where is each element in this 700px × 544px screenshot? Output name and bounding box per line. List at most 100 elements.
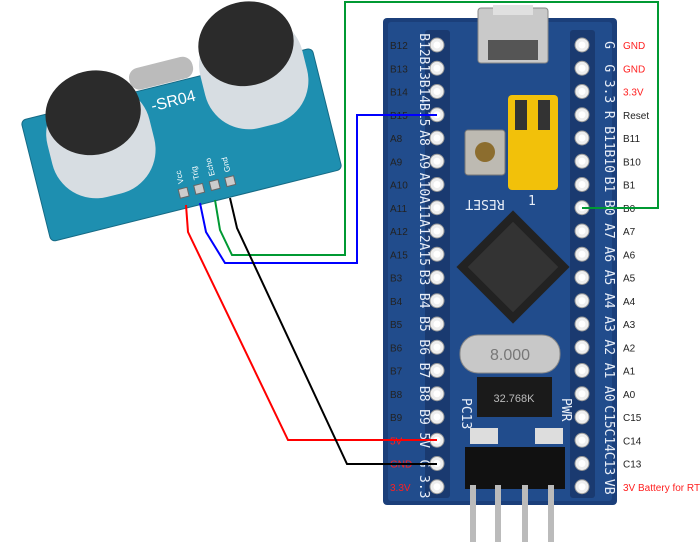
left-pin-label: B8: [390, 390, 403, 401]
left-pin-silk: A11: [416, 196, 431, 219]
pin-hole-center: [578, 460, 586, 467]
boot-jumpers: 1: [508, 95, 558, 209]
left-pin-label: 3.3V: [390, 483, 411, 494]
pin-hole-center: [433, 320, 441, 328]
pin-hole-center: [578, 41, 586, 49]
pin-hole-center: [433, 88, 441, 95]
right-pin-label: A4: [623, 297, 636, 308]
pin-hole-center: [578, 436, 586, 444]
sensor-pin-pad: [224, 175, 237, 188]
pin-hole-center: [578, 413, 586, 421]
pin-hole-center: [433, 181, 441, 188]
right-pin-label: C14: [623, 436, 642, 447]
left-pin-label: B12: [390, 41, 408, 52]
pin-hole-center: [433, 157, 441, 165]
jumper-mark: 1: [528, 194, 536, 209]
pin-hole-center: [578, 227, 586, 235]
left-pin-label: B7: [390, 367, 403, 378]
led-pc13-label: PC13: [458, 398, 473, 429]
right-pin-silk: R: [601, 111, 616, 119]
sensor-pin-label: Trig: [189, 165, 201, 180]
pin-hole-center: [433, 413, 441, 421]
swd-header: [465, 447, 565, 542]
right-pin-silk: B10: [601, 150, 616, 173]
stm32-blue-pill-board: RESET 1 8.000 32.768K PC13 PWR: [383, 5, 700, 542]
led-pc13: [470, 428, 498, 444]
wire-vcc-5v: [185, 204, 437, 441]
right-pin-silk: C14: [601, 429, 616, 453]
sensor-pin-pad: [208, 178, 221, 192]
left-pin-silk: B5: [416, 316, 431, 332]
left-pin-silk: B14: [416, 80, 431, 104]
left-pin-silk: A10: [416, 173, 431, 196]
pin-hole-center: [433, 250, 441, 258]
sensor-pin-label: Vcc: [174, 170, 186, 185]
micro-usb-connector: [477, 5, 549, 64]
pin-hole-center: [433, 343, 441, 351]
wire-gnd-gnd: [229, 197, 437, 465]
right-pin-label: A3: [623, 320, 636, 331]
led-pwr-label: PWR: [558, 398, 573, 422]
left-pin-label: A10: [390, 181, 408, 192]
sensor-pin-pad: [193, 182, 206, 195]
pin-hole-center: [578, 111, 586, 119]
right-pin-label: Reset: [623, 111, 649, 122]
left-pin-silk: B12: [416, 33, 431, 56]
transducer-right: [198, 1, 309, 130]
left-pin-silk: 3.3: [416, 475, 431, 498]
pin-hole-center: [578, 181, 586, 188]
left-pin-label: B6: [390, 343, 403, 354]
right-pin-label: A7: [623, 227, 636, 238]
left-pin-silk: B4: [416, 293, 431, 309]
right-pin-silk: A6: [601, 246, 616, 262]
left-pin-label: A8: [390, 134, 403, 145]
left-pin-label: A11: [390, 204, 407, 215]
right-pin-label: 3.3V: [623, 88, 644, 99]
pin-hole-center: [578, 320, 586, 328]
wire-echo-b0: [214, 1, 659, 256]
led-pwr: [535, 428, 563, 444]
right-pin-silk: A0: [601, 386, 616, 402]
pin-hole-center: [578, 250, 586, 258]
rtc-crystal-label: 32.768K: [494, 393, 536, 405]
right-pin-silk: B1: [601, 177, 616, 193]
left-pin-label: B13: [390, 64, 408, 75]
pin-hole-center: [433, 227, 441, 235]
left-pin-label: B3: [390, 274, 403, 285]
pin-hole-center: [578, 157, 586, 165]
right-pin-silk: VB: [601, 479, 616, 495]
right-pin-silk: G: [601, 64, 616, 72]
right-pin-label: GND: [623, 41, 645, 52]
pin-hole-center: [433, 204, 441, 212]
right-pin-silk: A5: [601, 270, 616, 286]
pin-hole-center: [578, 367, 586, 374]
pin-hole-center: [433, 274, 441, 281]
right-pin-label: B11: [623, 134, 640, 145]
pin-hole-center: [433, 134, 441, 142]
rtc-crystal: 32.768K: [477, 377, 552, 417]
crystal-8mhz: 8.000: [459, 334, 561, 374]
wire-trig-b15: [199, 114, 437, 264]
pin-hole-center: [433, 297, 441, 305]
crystal-label: 8.000: [490, 347, 530, 364]
left-pin-silk: A12: [416, 219, 431, 242]
pin-hole-center: [433, 41, 441, 49]
left-pin-silk: B6: [416, 339, 431, 355]
right-pin-silk: B11: [601, 126, 616, 149]
right-pin-label: A2: [623, 343, 636, 354]
sensor-pin-pad: [177, 186, 190, 199]
reset-button: RESET: [464, 129, 506, 211]
right-pin-label: A5: [623, 274, 636, 285]
right-pin-silk: C15: [601, 405, 616, 428]
left-pin-label: B14: [390, 88, 408, 99]
right-pin-label: B0: [623, 204, 636, 215]
left-pin-silk: B13: [416, 57, 431, 80]
left-pin-label: B5: [390, 320, 403, 331]
pin-hole-center: [578, 274, 586, 281]
right-pin-silk: A1: [601, 363, 616, 379]
right-pin-label: 3V Battery for RTC: [623, 483, 700, 494]
sensor-pin-label: Echo: [204, 156, 217, 176]
left-pin-label: 5V: [390, 436, 403, 447]
